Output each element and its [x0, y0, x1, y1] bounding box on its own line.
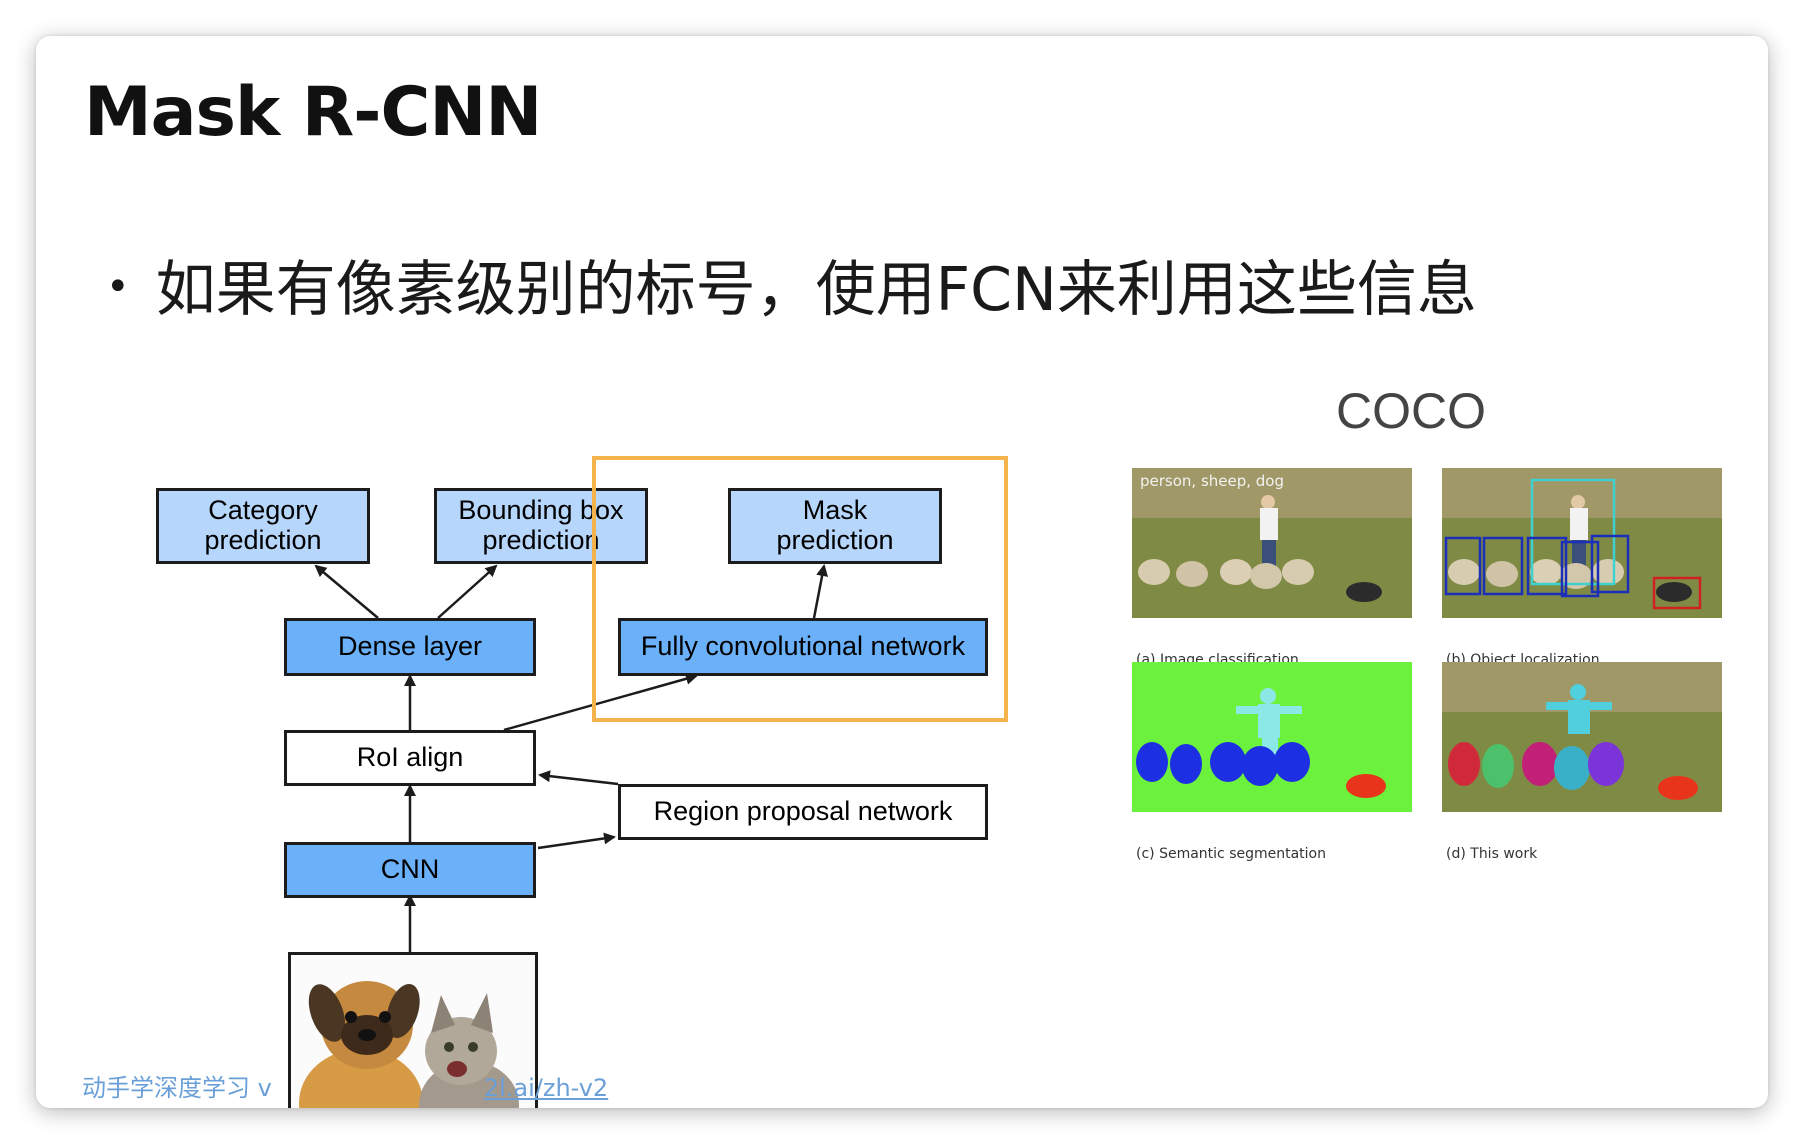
mask-branch-highlight: [592, 456, 1008, 722]
puppy-kitten-illustration: [291, 955, 535, 1108]
arrow-fcn-to-mask: [812, 564, 829, 619]
arrow-rpn-to-roi: [538, 770, 619, 786]
panel-semantic-segmentation: [1132, 662, 1412, 812]
panel-this-work: [1442, 662, 1722, 812]
cnn-box: CNN: [284, 842, 536, 898]
footer-course-name: 动手学深度学习 v: [82, 1074, 272, 1102]
caption-d: (d) This work: [1446, 846, 1538, 862]
input-image: [288, 952, 538, 1108]
slide: Mask R-CNN • 如果有像素级别的标号，使用FCN来利用这些信息 Cate…: [36, 36, 1768, 1108]
diagram-arrows: [314, 564, 829, 952]
semantic-segmentation-photo: [1132, 662, 1412, 812]
footer: 动手学深度学习 v 2l.ai/zh-v2: [82, 1068, 608, 1103]
localization-photo: [1442, 468, 1722, 618]
panel-object-localization: [1442, 468, 1722, 618]
arrow-dense-to-bbox: [437, 564, 498, 619]
panel-a-tag: person, sheep, dog: [1140, 472, 1285, 490]
slide-title: Mask R-CNN: [84, 73, 542, 152]
arrow-dense-to-category: [314, 564, 379, 619]
roi-align-box: RoI align: [284, 730, 536, 786]
classification-photo: [1132, 468, 1412, 618]
bullet-point: • 如果有像素级别的标号，使用FCN来利用这些信息: [106, 254, 1477, 326]
arrow-roi-to-fcn: [503, 672, 698, 732]
footer-link[interactable]: 2l.ai/zh-v2: [483, 1074, 609, 1102]
arrow-cnn-to-rpn: [537, 832, 616, 850]
bullet-dot-icon: •: [106, 264, 130, 311]
fcn-box: Fully convolutional network: [618, 618, 988, 676]
instance-segmentation-photo: [1442, 662, 1722, 812]
dense-layer-box: Dense layer: [284, 618, 536, 676]
panel-image-classification: person, sheep, dog: [1132, 468, 1412, 618]
coco-title: COCO: [1336, 383, 1486, 439]
caption-c: (c) Semantic segmentation: [1136, 846, 1326, 862]
bullet-text: 如果有像素级别的标号，使用FCN来利用这些信息: [155, 255, 1477, 325]
rpn-box: Region proposal network: [618, 784, 988, 840]
